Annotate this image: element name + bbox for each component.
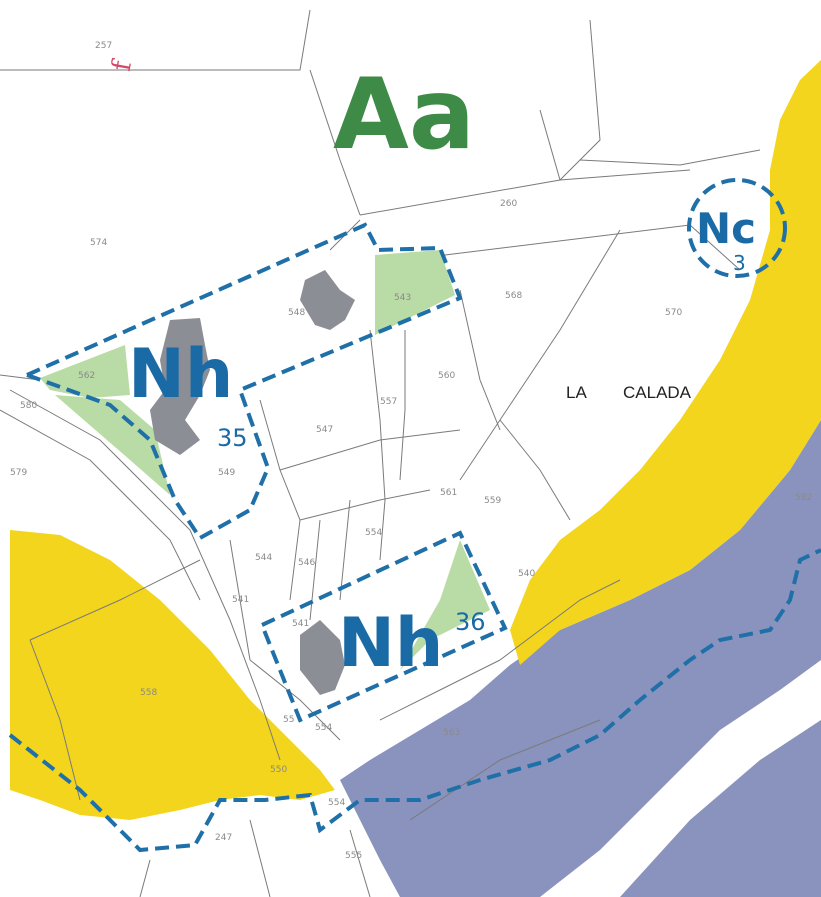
zone-label-aa: Aa	[333, 58, 475, 172]
parcel-number: 554	[315, 723, 332, 733]
zone-label-nh-35-number: 35	[217, 424, 248, 452]
blue-zone	[340, 420, 821, 897]
parcel-number: 579	[10, 468, 27, 478]
parcel-number: 554	[365, 528, 382, 538]
parcel-number: 559	[484, 496, 501, 506]
parcel-number: 540	[518, 569, 535, 579]
zone-label-nh-35: Nh	[128, 335, 233, 414]
place-name-calada: CALADA	[623, 383, 692, 402]
zone-nc-3-outline	[687, 178, 787, 278]
parcel-number: 544	[255, 553, 272, 563]
parcel-number: 554	[328, 798, 345, 808]
parcel-number: 541	[292, 619, 309, 629]
parcel-number: 555	[345, 851, 362, 861]
parcel-number: 558	[140, 688, 157, 698]
parcel-number: 548	[288, 308, 305, 318]
building-2	[150, 318, 210, 455]
parcel-number: 561	[440, 488, 457, 498]
place-name-la: LA	[566, 383, 587, 402]
zone-label-nc-number: 3	[733, 251, 746, 275]
parcel-number: 247	[215, 833, 232, 843]
building-1	[300, 270, 355, 330]
parcel-number: 55	[283, 715, 294, 725]
parcel-number: 568	[505, 291, 522, 301]
handwritten-mark: f	[107, 56, 139, 73]
parcel-number: 546	[298, 558, 315, 568]
parcel-lines	[0, 9, 761, 897]
parcel-number: 257	[95, 41, 112, 51]
parcel-number: 260	[500, 199, 517, 209]
parcel-number: 582	[795, 493, 812, 503]
blue-zone-lower	[620, 720, 821, 897]
green-area-1	[375, 250, 455, 335]
yellow-zone-east	[510, 60, 821, 665]
parcel-number: 541	[232, 595, 249, 605]
green-area-4	[400, 540, 490, 670]
parcel-number: 550	[270, 765, 287, 775]
parcel-numbers: 257 258 260 574 568 570 548 543 557 560 …	[10, 41, 812, 861]
building-3	[300, 620, 345, 695]
parcel-number: 570	[665, 308, 682, 318]
parcel-number: 580	[20, 401, 37, 411]
parcel-number: 547	[316, 425, 333, 435]
zone-nh-36-outline	[259, 530, 508, 723]
zone-label-nh-36-number: 36	[455, 608, 486, 636]
green-area-2	[40, 345, 130, 398]
parcel-number: 574	[90, 238, 107, 248]
zone-label-nc: Nc	[696, 204, 756, 253]
parcel-number: 549	[218, 468, 235, 478]
yellow-zone-west	[10, 530, 335, 820]
parcel-number: 562	[78, 371, 95, 381]
green-area-3	[55, 395, 170, 495]
parcel-number: 563	[443, 728, 460, 738]
zone-label-nh-36: Nh	[338, 604, 443, 683]
parcel-number: 557	[380, 397, 397, 407]
parcel-number: 258	[420, 97, 437, 107]
zone-boundary-south	[8, 548, 821, 853]
parcel-number: 543	[394, 293, 411, 303]
parcel-number: 560	[438, 371, 455, 381]
